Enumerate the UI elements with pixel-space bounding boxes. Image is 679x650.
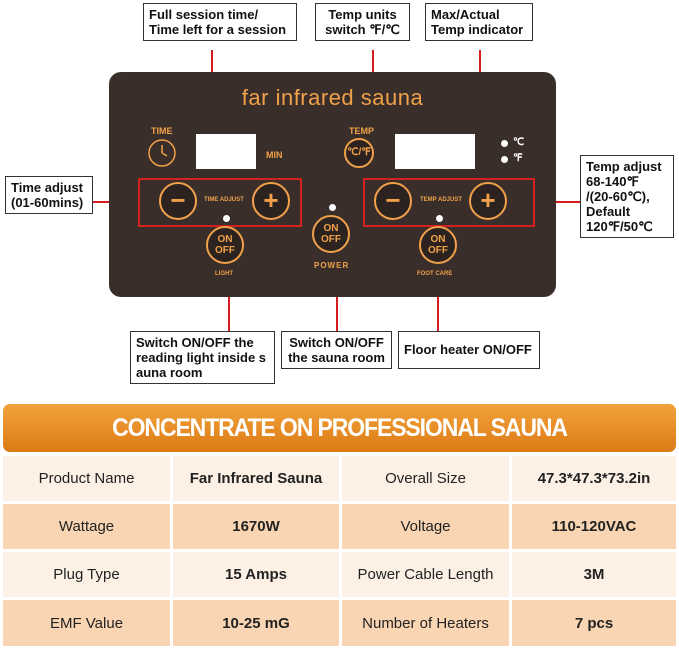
panel-title: far infrared sauna <box>241 85 424 110</box>
spec-label: Overall Size <box>342 456 509 501</box>
spec-value: 3M <box>512 552 676 597</box>
foot-care-indicator-icon <box>436 215 443 222</box>
spec-label: Voltage <box>342 504 509 549</box>
time-plus-button[interactable]: + <box>252 182 290 220</box>
temp-minus-button[interactable]: − <box>374 182 412 220</box>
callout-floor-heater: Floor heater ON/OFF <box>398 331 540 369</box>
spec-value: 15 Amps <box>173 552 339 597</box>
temp-display <box>395 134 475 169</box>
time-minus-button[interactable]: − <box>159 182 197 220</box>
spec-label: Wattage <box>3 504 170 549</box>
spec-value: 7 pcs <box>512 600 676 646</box>
arrow-power <box>336 284 338 331</box>
celsius-indicator-icon <box>501 140 508 147</box>
temp-unit-button[interactable]: ℃/℉ <box>344 138 374 168</box>
callout-temp-indicator: Max/Actual Temp indicator <box>425 3 533 41</box>
fahrenheit-indicator-icon <box>501 156 508 163</box>
foot-care-label: FOOT CARE <box>417 271 453 277</box>
callout-session-time: Full session time/ Time left for a sessi… <box>143 3 297 41</box>
time-label: TIME <box>151 126 173 136</box>
temp-adjust-group <box>363 178 535 227</box>
power-onoff-button[interactable]: ON OFF <box>312 215 350 253</box>
banner: CONCENTRATE ON PROFESSIONAL SAUNA <box>3 404 676 452</box>
spec-label: Number of Heaters <box>342 600 509 646</box>
spec-label: Power Cable Length <box>342 552 509 597</box>
temp-adjust-label: TEMP ADJUST <box>420 197 463 203</box>
time-adjust-label: TIME ADJUST <box>204 197 244 203</box>
clock-icon <box>147 138 177 168</box>
spec-label: EMF Value <box>3 600 170 646</box>
banner-title: CONCENTRATE ON PROFESSIONAL SAUNA <box>112 414 568 442</box>
light-label: LIGHT <box>215 271 233 277</box>
time-display <box>196 134 256 169</box>
light-onoff-button[interactable]: ON OFF <box>206 226 244 264</box>
spec-value: 110-120VAC <box>512 504 676 549</box>
spec-label: Plug Type <box>3 552 170 597</box>
callout-temp-adjust: Temp adjust 68-140℉ /(20-60℃), Default 1… <box>580 155 674 238</box>
callout-time-adjust: Time adjust (01-60mins) <box>5 176 93 214</box>
light-indicator-icon <box>223 215 230 222</box>
spec-value: 47.3*47.3*73.2in <box>512 456 676 501</box>
spec-value: 10-25 mG <box>173 600 339 646</box>
temp-label: TEMP <box>349 126 375 136</box>
spec-label: Product Name <box>3 456 170 501</box>
temp-plus-button[interactable]: + <box>469 182 507 220</box>
spec-value: 1670W <box>173 504 339 549</box>
fahrenheit-label: ℉ <box>513 153 523 164</box>
control-panel: far infrared sauna TIME MIN TEMP ℃/℉ ℃ ℉… <box>109 72 556 297</box>
min-label: MIN <box>266 150 283 160</box>
power-label: POWER <box>314 261 350 270</box>
arrow-light <box>228 284 230 331</box>
power-indicator-icon <box>329 204 336 211</box>
callout-light-switch: Switch ON/OFF the reading light inside s… <box>130 331 275 384</box>
spec-value: Far Infrared Sauna <box>173 456 339 501</box>
arrow-foot-care <box>437 284 439 331</box>
celsius-label: ℃ <box>513 137 525 148</box>
callout-temp-units: Temp units switch ℉/℃ <box>315 3 410 41</box>
foot-care-onoff-button[interactable]: ON OFF <box>419 226 457 264</box>
callout-power-switch: Switch ON/OFF the sauna room <box>281 331 392 369</box>
